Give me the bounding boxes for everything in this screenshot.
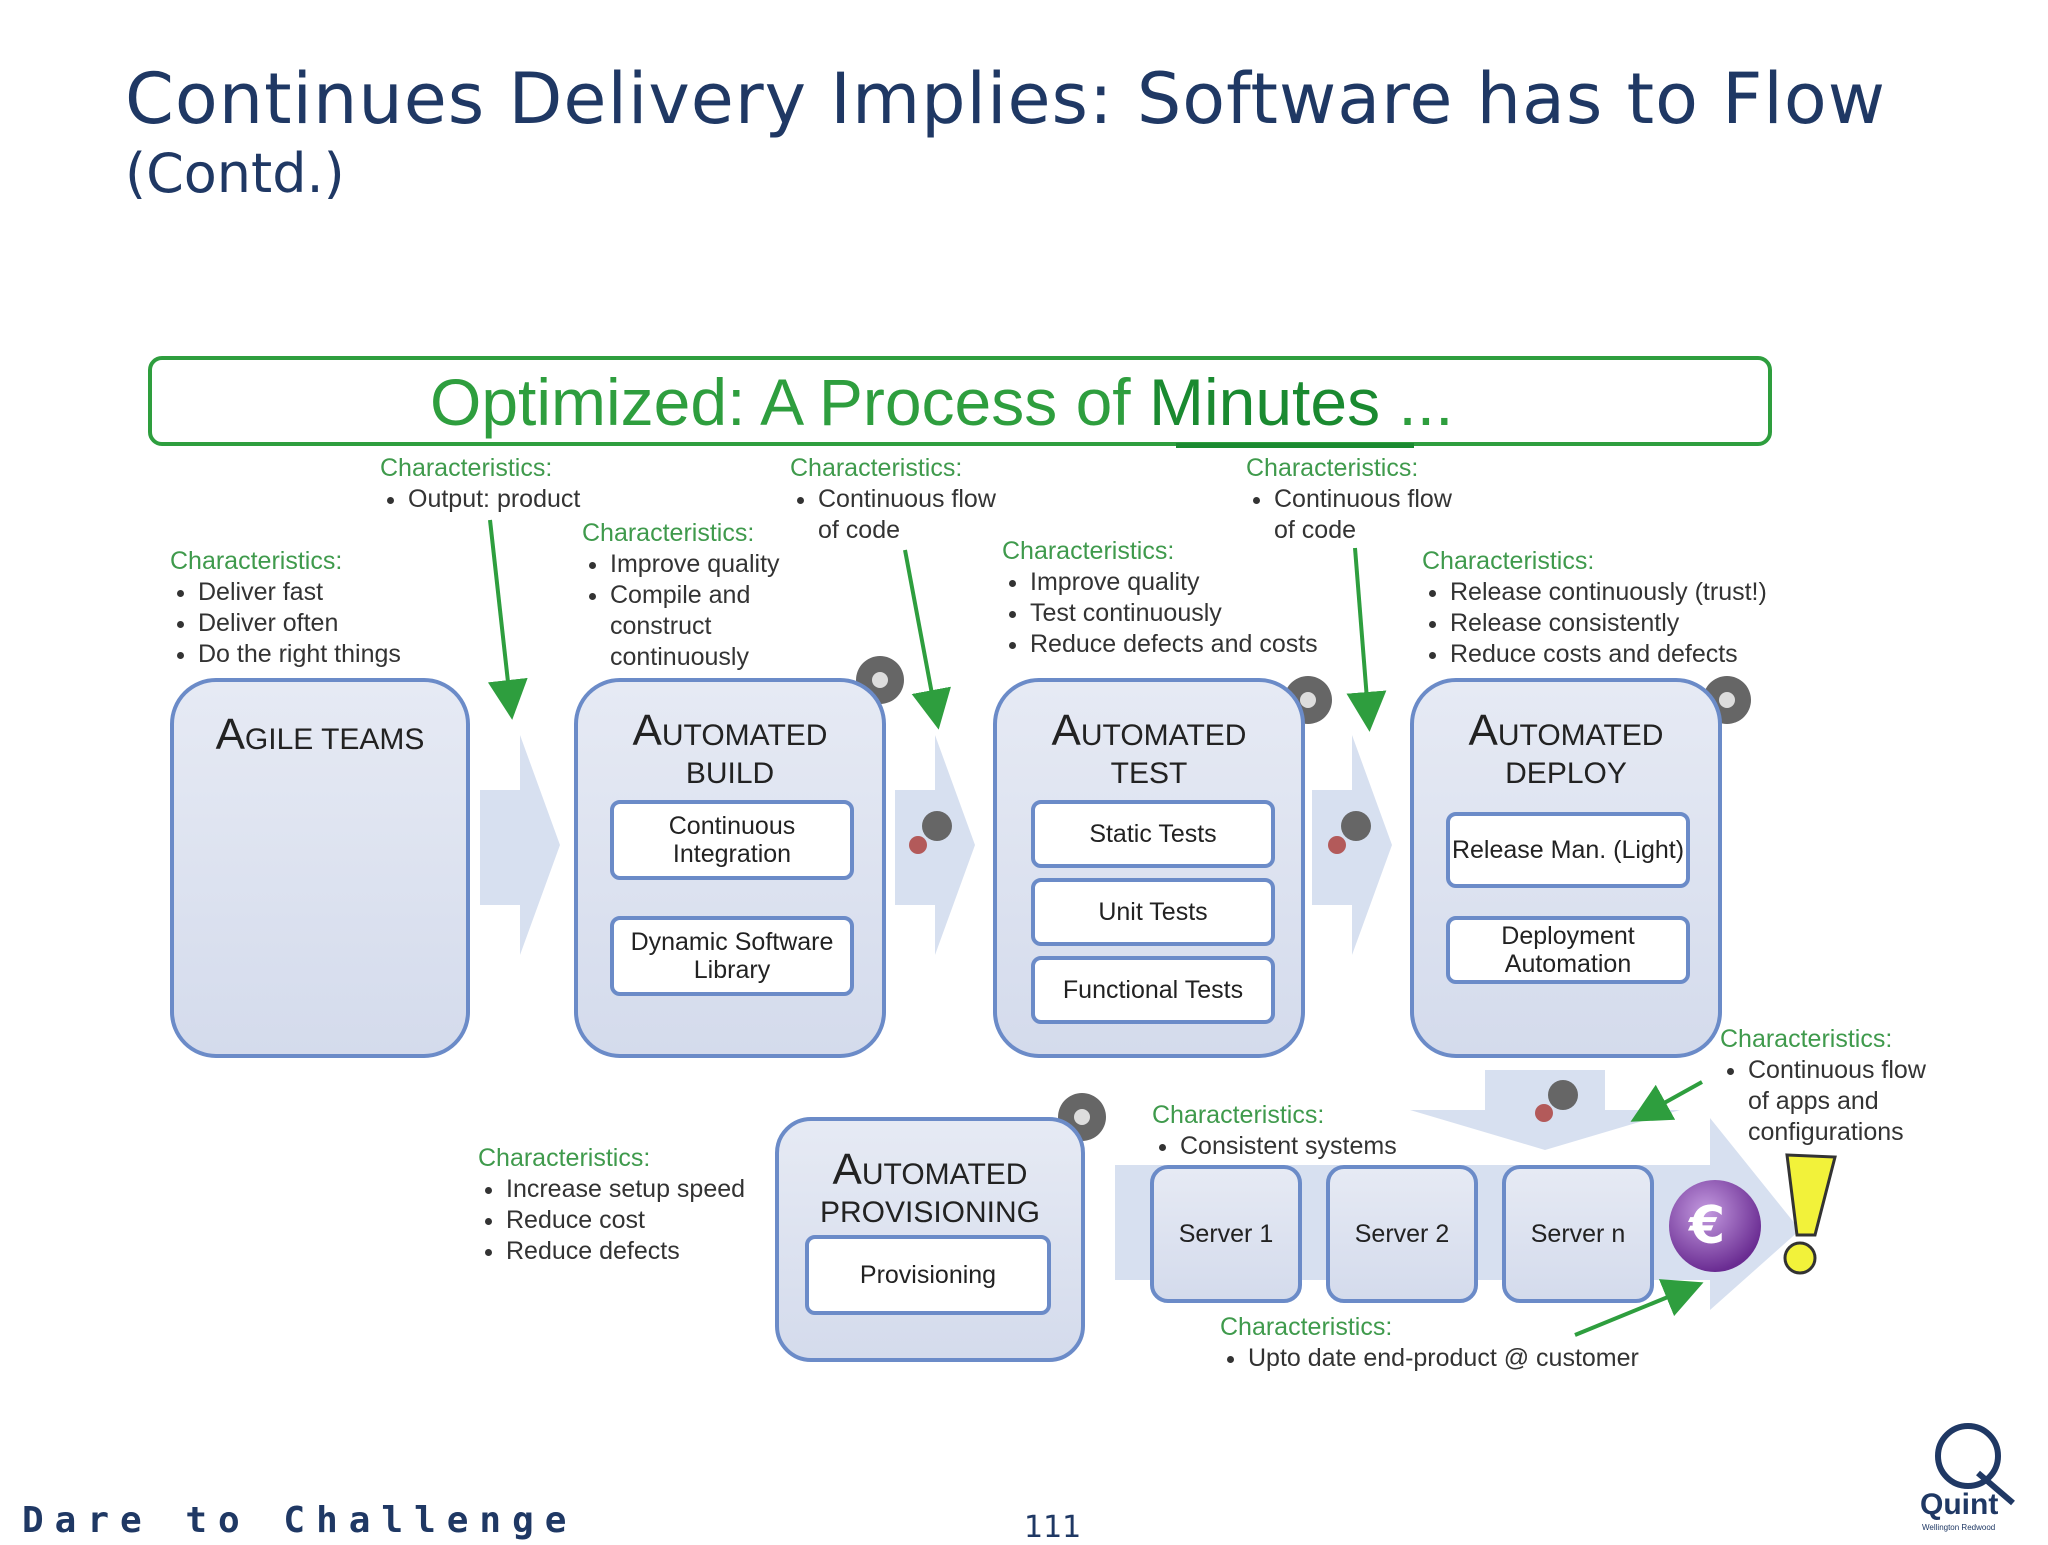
characteristics-servers: Characteristics: Consistent systems	[1152, 1100, 1452, 1162]
flow-arrow-3	[1312, 735, 1392, 955]
banner-frame	[148, 356, 1772, 446]
characteristics-build: Characteristics: Improve qualityCompile …	[582, 518, 812, 673]
quint-logo-icon	[1935, 1423, 2015, 1506]
box-dynamic-software-library: Dynamic Software Library	[610, 916, 854, 996]
box-provisioning: Provisioning	[805, 1235, 1051, 1315]
characteristics-test: Characteristics: Improve qualityTest con…	[1002, 536, 1342, 660]
slide-title: Continues Delivery Implies: Software has…	[125, 58, 1886, 140]
banner-emphasis: Minutes	[1148, 365, 1381, 439]
flow-arrow-1	[480, 735, 560, 955]
characteristics-agile: Characteristics: Deliver fastDeliver oft…	[170, 546, 470, 670]
banner-heading: Optimized: A Process of Minutes ...	[430, 364, 1453, 440]
banner-emphasis-underline	[1176, 443, 1414, 448]
euro-symbol: €	[1689, 1196, 1726, 1256]
footer-tagline: Dare to Challenge	[22, 1500, 578, 1541]
box-functional-tests: Functional Tests	[1031, 956, 1275, 1024]
flow-arrow-2	[895, 735, 975, 955]
euro-coin-icon	[1669, 1180, 1761, 1272]
characteristics-customer: Characteristics: Upto date end-product @…	[1220, 1312, 1720, 1374]
server-2: Server 2	[1326, 1165, 1478, 1303]
characteristics-flow-2: Characteristics: Continuous flow of code	[1246, 453, 1476, 546]
stage-agile-title: AGILE TEAMS	[215, 710, 425, 759]
box-continuous-integration: Continuous Integration	[610, 800, 854, 880]
box-release-management: Release Man. (Light)	[1446, 812, 1690, 888]
characteristics-flow-1: Characteristics: Continuous flow of code	[790, 453, 1020, 546]
banner-suffix: ...	[1380, 365, 1454, 439]
logo-subtext: Wellington Redwood	[1922, 1523, 1996, 1532]
characteristics-provisioning: Characteristics: Increase setup speedRed…	[478, 1143, 778, 1267]
server-1: Server 1	[1150, 1165, 1302, 1303]
stage-agile-teams: AGILE TEAMS	[170, 678, 470, 1058]
exclamation-icon	[1785, 1153, 1837, 1237]
server-n: Server n	[1502, 1165, 1654, 1303]
page-number: 111	[1024, 1510, 1082, 1545]
box-static-tests: Static Tests	[1031, 800, 1275, 868]
box-unit-tests: Unit Tests	[1031, 878, 1275, 946]
characteristics-output: Characteristics: Output: product	[380, 453, 640, 515]
banner-prefix: Optimized: A Process of	[430, 365, 1149, 439]
logo-text: Quint	[1920, 1488, 1999, 1521]
characteristics-deploy: Characteristics: Release continuously (t…	[1422, 546, 1822, 670]
box-deployment-automation: Deployment Automation	[1446, 916, 1690, 984]
slide-subtitle: (Contd.)	[125, 142, 345, 205]
characteristics-apps: Characteristics: Continuous flow of apps…	[1720, 1024, 1940, 1148]
